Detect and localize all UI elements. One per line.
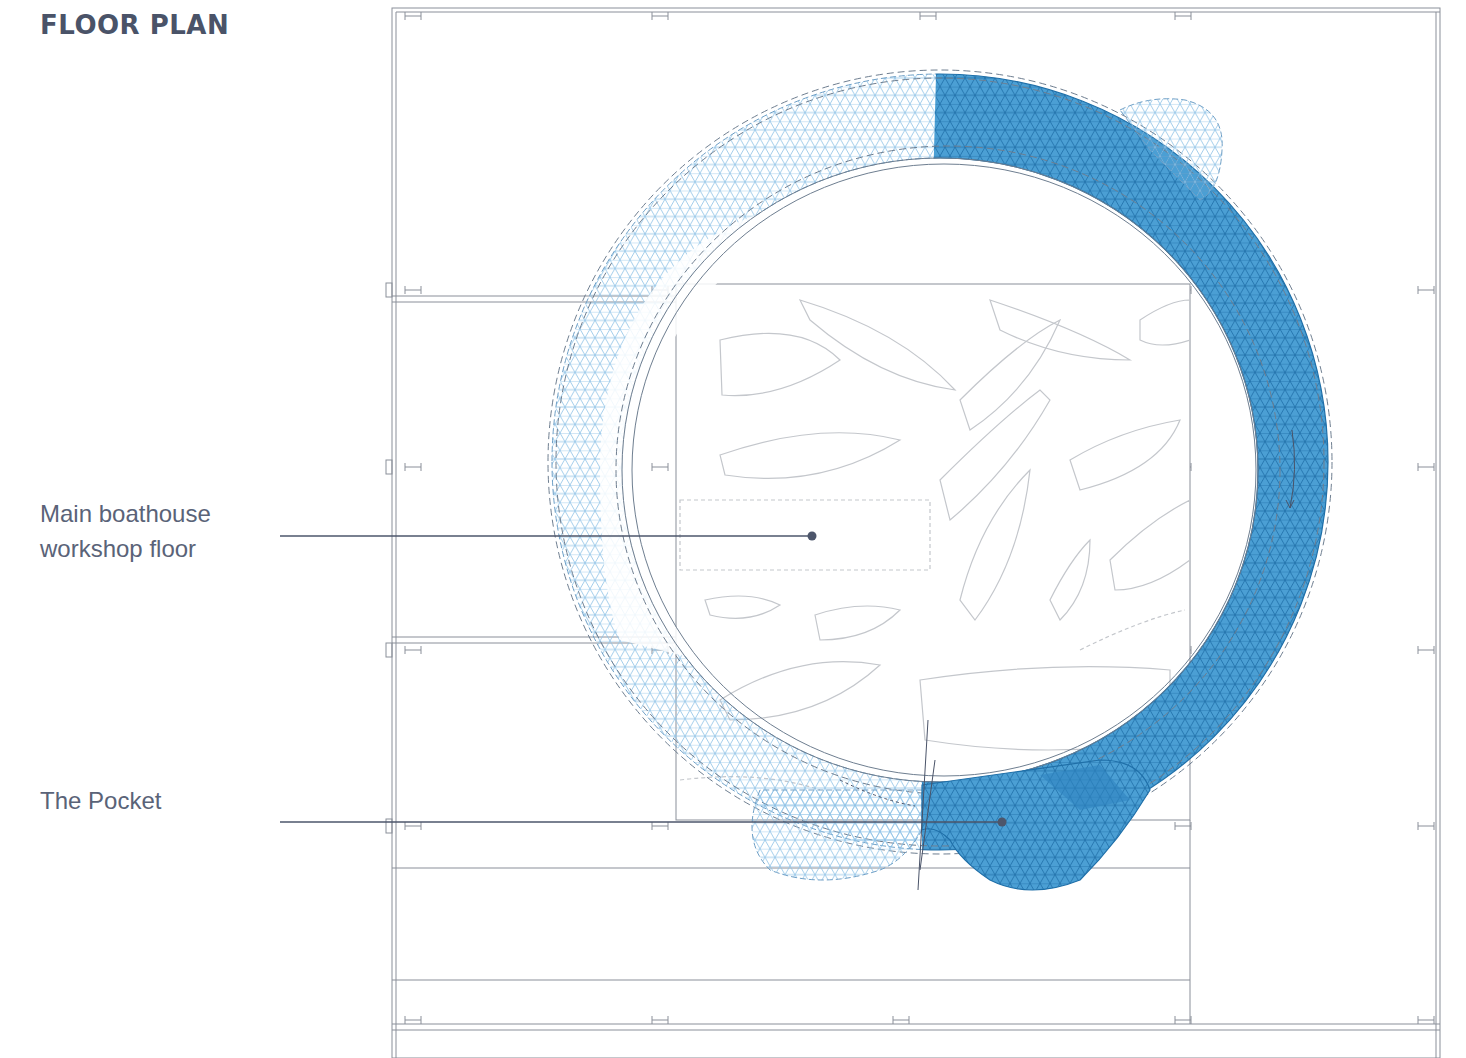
callout-label: Main boathouse workshop floor [40,497,270,567]
callout-label: The Pocket [40,784,270,819]
plan-title: FLOOR PLAN [40,10,229,40]
